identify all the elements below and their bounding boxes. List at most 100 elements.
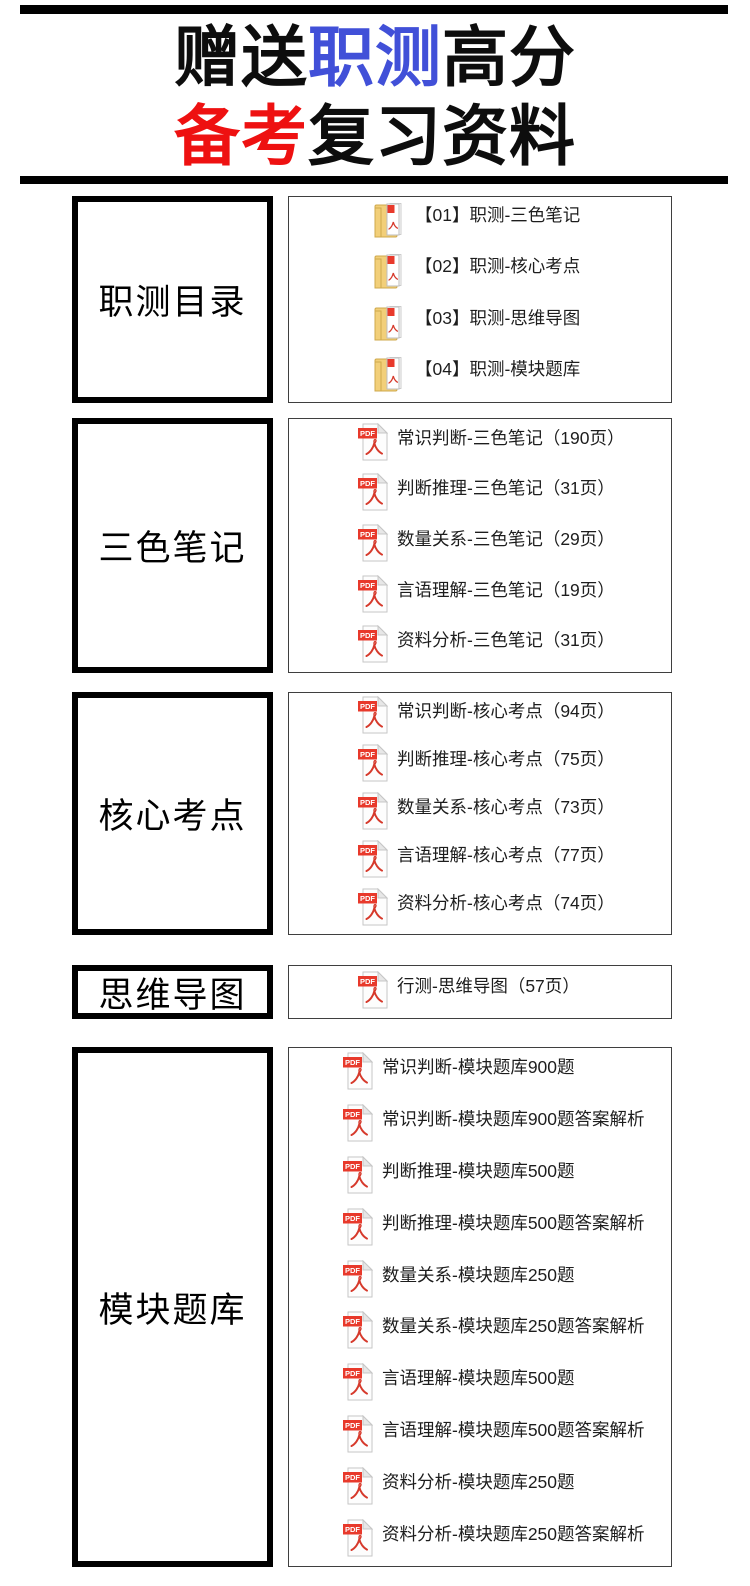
file-name: 数量关系-模块题库250题 [382,1264,575,1285]
title-line-2: 备考复习资料 [0,97,750,176]
file-item[interactable]: PDF 言语理解-三色笔记（19页） [289,574,671,618]
title-part-black: 高分 [442,20,576,94]
file-name: 常识判断-模块题库900题 [382,1057,575,1078]
file-name: 行测-思维导图（57页） [397,975,580,996]
file-item[interactable]: PDF 常识判断-三色笔记（190页） [289,422,671,466]
section-label-box: 三色笔记 [72,418,273,673]
file-item[interactable]: PDF 言语理解-模块题库500题 [289,1362,671,1406]
page-title: 赠送职测高分 备考复习资料 [0,18,750,176]
pdf-folder-icon [372,200,406,245]
svg-text:PDF: PDF [345,1162,360,1171]
pdf-file-icon: PDF [358,422,389,466]
pdf-file-icon: PDF [343,1155,374,1199]
section-label: 职测目录 [98,283,247,322]
file-item[interactable]: 【04】职测-模块题库 [289,354,671,399]
file-name: 常识判断-三色笔记（190页） [397,427,625,448]
file-name: 常识判断-模块题库900题答案解析 [382,1109,645,1130]
pdf-file-icon: PDF [343,1259,374,1303]
file-name: 言语理解-三色笔记（19页） [397,579,615,600]
file-name: 判断推理-模块题库500题 [382,1160,575,1181]
file-item[interactable]: PDF 判断推理-模块题库500题答案解析 [289,1207,671,1251]
file-item[interactable]: PDF 言语理解-模块题库500题答案解析 [289,1414,671,1458]
file-name: 数量关系-核心考点（73页） [397,796,615,817]
file-name: 【04】职测-模块题库 [415,358,581,379]
pdf-file-icon: PDF [343,1207,374,1251]
svg-text:PDF: PDF [360,894,375,903]
file-item[interactable]: PDF 常识判断-模块题库900题 [289,1052,671,1095]
file-name: 【01】职测-三色笔记 [415,205,581,226]
svg-text:PDF: PDF [360,846,375,855]
pdf-file-icon: PDF [358,624,389,668]
pdf-file-icon: PDF [358,839,389,883]
file-item[interactable]: PDF 判断推理-核心考点（75页） [289,743,671,787]
pdf-file-icon: PDF [343,1518,374,1562]
section-label: 模块题库 [98,1290,247,1330]
pdf-folder-icon [372,251,406,296]
pdf-file-icon: PDF [343,1311,374,1354]
file-name: 言语理解-模块题库500题答案解析 [382,1419,645,1440]
section-label-box: 职测目录 [72,196,273,403]
file-name: 【03】职测-思维导图 [415,307,581,328]
svg-text:PDF: PDF [345,1369,360,1378]
header-divider [20,176,728,184]
section-label-box: 思维导图 [72,965,273,1019]
section-label: 思维导图 [98,975,247,1015]
file-item[interactable]: PDF 判断推理-模块题库500题 [289,1155,671,1199]
pdf-file-icon: PDF [358,574,389,618]
svg-text:PDF: PDF [360,530,375,539]
file-name: 资料分析-模块题库250题 [382,1471,575,1492]
pdf-file-icon: PDF [343,1466,374,1510]
svg-text:PDF: PDF [345,1058,360,1067]
file-name: 判断推理-模块题库500题答案解析 [382,1212,645,1233]
title-line-1: 赠送职测高分 [0,18,750,97]
section-label: 核心考点 [98,797,247,836]
file-item[interactable]: 【01】职测-三色笔记 [289,200,671,245]
section-0: 职测目录 【01】职测-三色笔记【02】职测-核心考点【03】职测-思维导图【04… [72,196,750,403]
file-item[interactable]: PDF 数量关系-核心考点（73页） [289,791,671,835]
title-part-red: 备考 [174,99,308,173]
svg-text:PDF: PDF [360,750,375,759]
file-name: 判断推理-核心考点（75页） [397,748,615,769]
pdf-folder-icon [372,354,406,399]
svg-text:PDF: PDF [345,1266,360,1275]
file-item[interactable]: PDF 资料分析-核心考点（74页） [289,888,671,931]
pdf-file-icon: PDF [358,791,389,835]
sections-list: 职测目录 【01】职测-三色笔记【02】职测-核心考点【03】职测-思维导图【04… [0,196,750,1581]
top-bar [20,5,728,14]
svg-text:PDF: PDF [360,631,375,640]
file-item[interactable]: PDF 资料分析-模块题库250题答案解析 [289,1518,671,1562]
svg-text:PDF: PDF [360,581,375,590]
svg-text:PDF: PDF [360,479,375,488]
pdf-file-icon: PDF [343,1414,374,1458]
file-name: 判断推理-三色笔记（31页） [397,478,615,499]
file-item[interactable]: PDF 资料分析-模块题库250题 [289,1466,671,1510]
svg-text:PDF: PDF [360,429,375,438]
section-label-box: 核心考点 [72,692,273,935]
pdf-folder-icon [372,303,406,348]
svg-text:PDF: PDF [360,798,375,807]
svg-text:PDF: PDF [360,702,375,711]
file-item[interactable]: PDF 判断推理-三色笔记（31页） [289,473,671,516]
section-file-list: 【01】职测-三色笔记【02】职测-核心考点【03】职测-思维导图【04】职测-… [288,196,672,403]
pdf-file-icon: PDF [358,473,389,516]
file-name: 资料分析-模块题库250题答案解析 [382,1523,645,1544]
file-name: 资料分析-核心考点（74页） [397,893,615,914]
svg-text:PDF: PDF [345,1525,360,1534]
file-name: 言语理解-模块题库500题 [382,1368,575,1389]
file-item[interactable]: PDF 数量关系-模块题库250题 [289,1259,671,1303]
file-item[interactable]: 【02】职测-核心考点 [289,251,671,296]
pdf-file-icon: PDF [358,888,389,931]
file-item[interactable]: 【03】职测-思维导图 [289,303,671,348]
